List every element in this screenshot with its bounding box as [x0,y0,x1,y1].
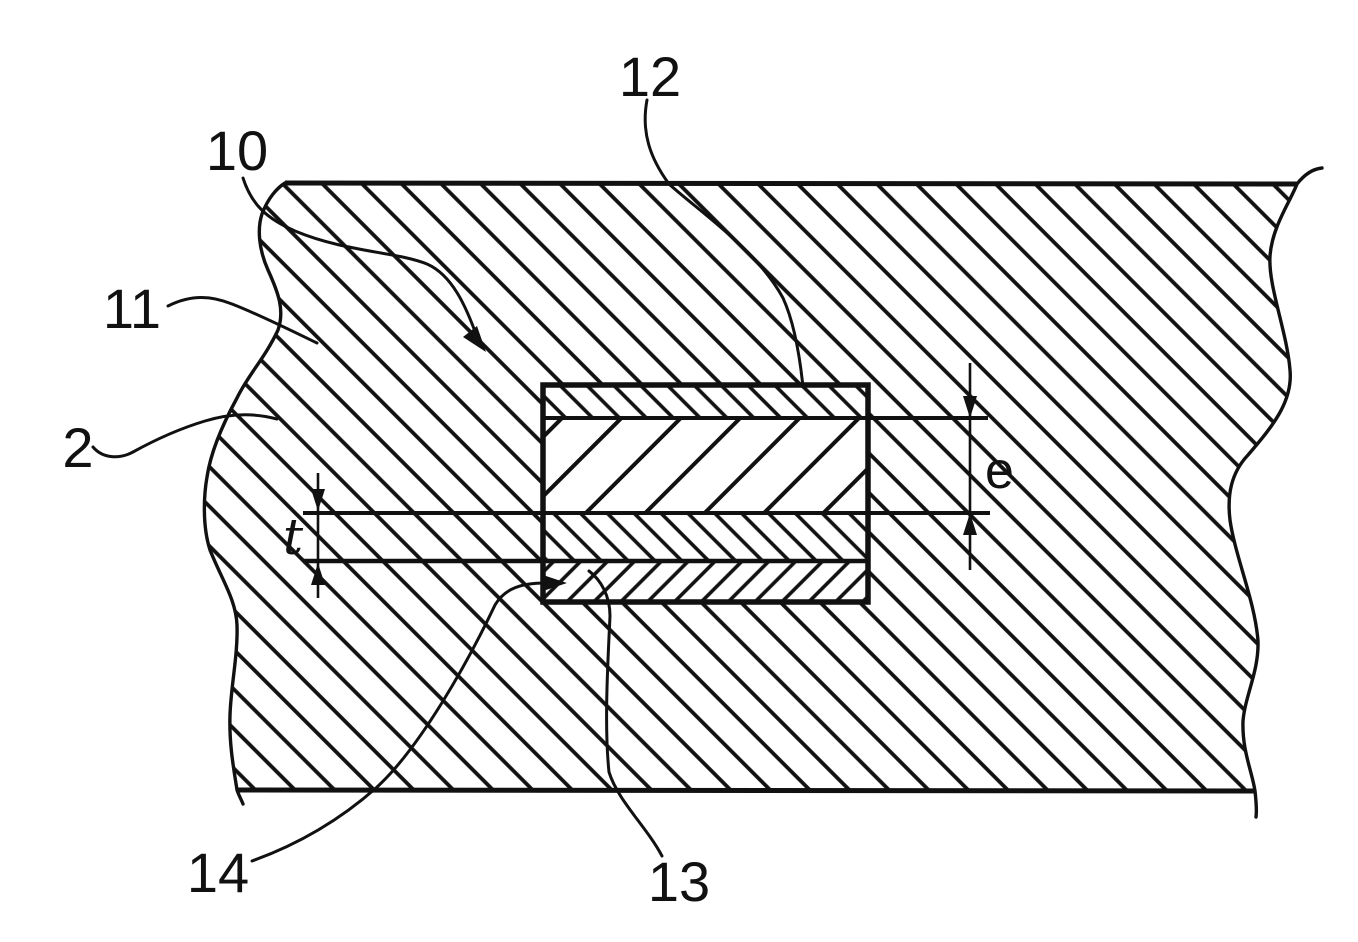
insert-lower-layer [543,513,868,561]
leader-10 [241,176,479,339]
insert-bottom-layer [543,561,868,602]
dim-e-label: e [985,442,1014,500]
dim-e-arrow-down [963,396,977,418]
leader-10-arrowhead [463,326,486,352]
dim-t-arrow-up [311,563,325,585]
label-13: 13 [648,850,710,913]
insert-rectangle [303,382,990,605]
dimension-e: e [963,363,1014,570]
insert-core-layer [543,418,868,513]
dim-t-label: t [283,508,304,566]
label-14: 14 [187,841,249,904]
leader-11 [166,296,319,345]
label-10: 10 [206,119,268,182]
dimension-t: t [283,473,325,598]
dim-t-arrow-down [311,489,325,511]
label-12: 12 [619,45,681,108]
label-2: 2 [62,416,93,479]
slab-right-wavy-edge [1227,166,1324,819]
label-11: 11 [103,277,161,340]
slab-top-edge [284,180,1298,187]
leader-2 [91,413,279,459]
leader-lines [91,98,805,863]
leader-14 [250,581,548,863]
leader-13 [587,569,664,858]
slab-left-wavy-edge [202,181,287,806]
leader-12 [643,98,805,389]
leader-14-arrowhead [543,575,567,591]
slab-bottom-edge [236,787,1256,794]
dim-e-arrow-up [963,513,977,535]
insert-top-layer [543,385,868,418]
insert-border [540,382,871,605]
